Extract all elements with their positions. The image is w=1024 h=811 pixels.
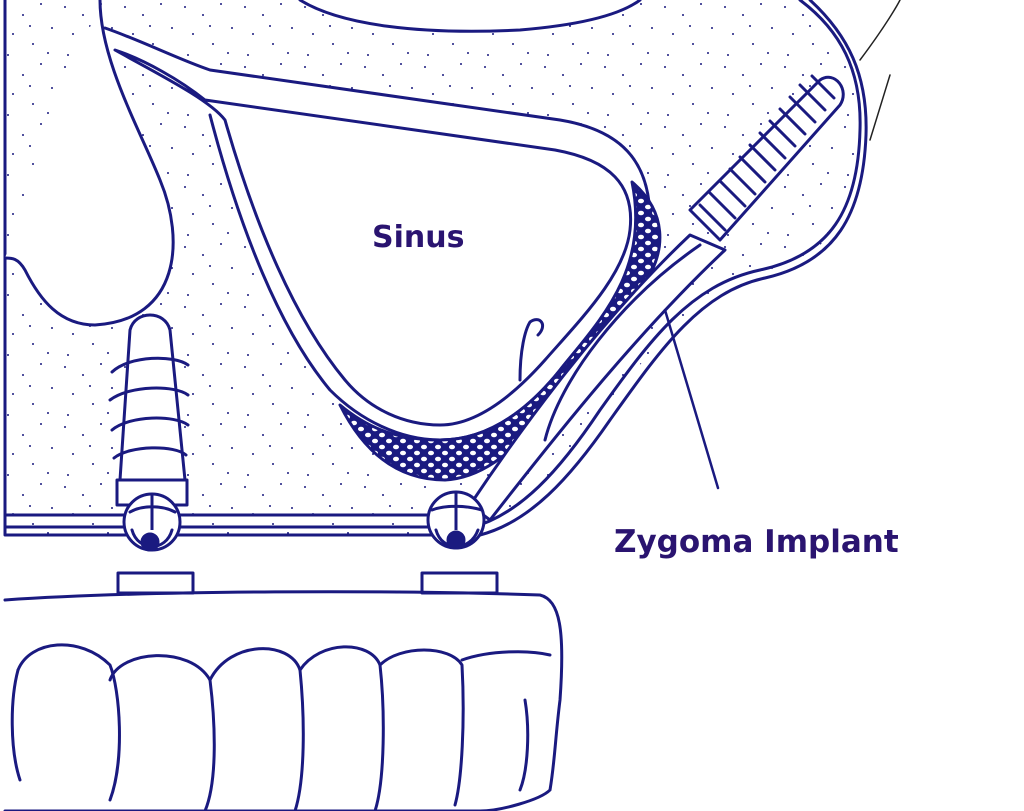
- sinus-label: Sinus: [372, 220, 465, 255]
- zygoma-implant: [468, 233, 727, 522]
- conventional-implant: [108, 313, 190, 552]
- bone-outline: [3, 0, 467, 537]
- zygoma-leader-line: [663, 308, 720, 490]
- zygoma-implant-label: Zygoma Implant: [614, 524, 899, 560]
- denture: [3, 571, 564, 811]
- nasal-cavity: [3, 0, 175, 327]
- zygoma-implant-threads: [688, 74, 845, 242]
